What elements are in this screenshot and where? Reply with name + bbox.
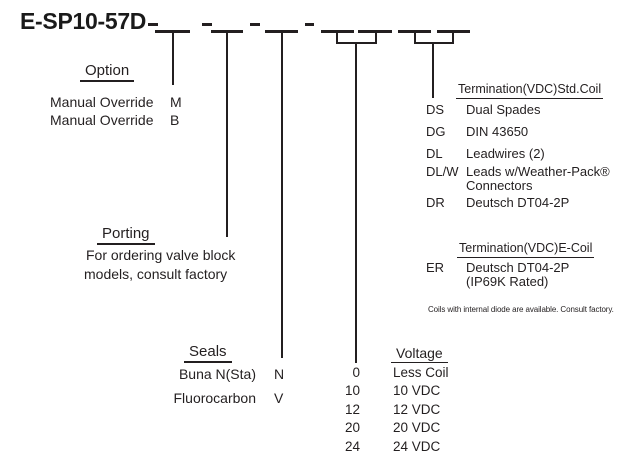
voltage-bracket-bottom xyxy=(336,42,377,44)
termination-code: DR xyxy=(426,195,445,210)
voltage-desc: Less Coil xyxy=(393,365,449,380)
connector-line-porting xyxy=(226,33,228,237)
code-blank-termination-1 xyxy=(398,30,431,33)
termination-code: DL/W xyxy=(426,164,459,179)
voltage-bracket-left xyxy=(336,33,338,43)
voltage-code: 20 xyxy=(344,420,360,436)
connector-line-option xyxy=(172,33,174,85)
seals-item: Buna N(Sta) N xyxy=(146,365,284,383)
seals-item-code: N xyxy=(274,366,285,382)
option-heading: Option xyxy=(80,62,135,82)
termination-desc: DIN 43650 xyxy=(466,124,529,139)
voltage-bracket-right xyxy=(375,33,377,43)
seals-list: Buna N(Sta) N Fluorocarbon V xyxy=(146,365,285,413)
seals-heading: Seals xyxy=(184,343,232,363)
option-list: Manual Override M Manual Override B xyxy=(50,93,182,129)
option-item-code: B xyxy=(170,112,180,128)
connector-line-seals xyxy=(281,33,283,358)
termination-code: DL xyxy=(426,146,443,161)
termination-std-item: DS Dual Spades xyxy=(426,103,540,117)
termination-std-item: DR Deutsch DT04-2P xyxy=(426,196,569,210)
code-dash-2 xyxy=(202,23,212,26)
seals-item-code: V xyxy=(274,390,284,406)
termination-std-item: DL/W Leads w/Weather-Pack® Connectors xyxy=(426,165,610,193)
voltage-code: 0 xyxy=(352,365,360,380)
voltage-item: 20 20 VDC xyxy=(330,419,449,437)
termination-std-heading: Termination(VDC)Std.Coil xyxy=(456,82,604,99)
porting-note-line2: models, consult factory xyxy=(84,266,228,282)
termination-code: ER xyxy=(426,260,445,275)
voltage-item: 12 12 VDC xyxy=(330,401,449,419)
coil-diode-note: Coils with internal diode are available.… xyxy=(428,305,614,314)
seals-item-label: Buna N(Sta) xyxy=(178,366,256,382)
termination-code: DS xyxy=(426,102,445,117)
voltage-list: 0 Less Coil 10 10 VDC 12 12 VDC 20 20 VD… xyxy=(330,364,449,456)
connector-line-termination xyxy=(432,43,434,98)
code-blank-seals xyxy=(265,30,298,33)
voltage-code: 10 xyxy=(344,383,360,399)
termination-code: DG xyxy=(426,124,446,139)
voltage-desc: 24 VDC xyxy=(393,438,441,454)
termination-desc: Leadwires (2) xyxy=(466,146,545,161)
termination-desc: Dual Spades xyxy=(466,102,541,117)
voltage-heading: Voltage xyxy=(391,345,448,363)
termination-std-item: DL Leadwires (2) xyxy=(426,147,545,161)
model-code-title: E-SP10-57D xyxy=(20,8,147,34)
seals-item-label: Fluorocarbon xyxy=(173,390,257,406)
termination-std-item: DG DIN 43650 xyxy=(426,125,528,139)
code-blank-termination-2 xyxy=(437,30,470,33)
option-item-label: Manual Override xyxy=(50,94,154,110)
termination-desc: Leads w/Weather-Pack® Connectors xyxy=(466,164,610,193)
voltage-desc: 12 VDC xyxy=(393,401,441,417)
termination-ecoil-item: ER Deutsch DT04-2P (IP69K Rated) xyxy=(426,261,569,289)
termination-ecoil-heading: Termination(VDC)E-Coil xyxy=(457,241,595,258)
code-blank-porting xyxy=(211,30,243,33)
voltage-code: 12 xyxy=(344,401,360,417)
option-item: Manual Override B xyxy=(50,111,182,129)
option-item-label: Manual Override xyxy=(50,112,154,128)
termination-bracket-bottom xyxy=(414,42,454,44)
termination-bracket-left xyxy=(414,33,416,43)
option-item: Manual Override M xyxy=(50,93,182,111)
porting-note-line1: For ordering valve block xyxy=(86,247,236,263)
termination-desc: Deutsch DT04-2P (IP69K Rated) xyxy=(466,260,570,289)
option-item-code: M xyxy=(170,94,182,110)
voltage-code: 24 xyxy=(344,438,360,454)
connector-line-voltage xyxy=(355,43,357,363)
porting-heading: Porting xyxy=(97,225,155,245)
code-dash-3 xyxy=(250,23,260,26)
voltage-desc: 10 VDC xyxy=(393,383,441,399)
code-blank-option xyxy=(155,30,190,33)
voltage-item: 24 24 VDC xyxy=(330,438,449,456)
termination-bracket-right xyxy=(452,33,454,43)
code-dash-1 xyxy=(148,23,158,26)
voltage-item: 0 Less Coil xyxy=(330,364,449,382)
termination-desc: Deutsch DT04-2P xyxy=(466,195,570,210)
code-dash-4 xyxy=(305,23,314,26)
code-blank-voltage-2 xyxy=(358,30,392,33)
code-blank-voltage-1 xyxy=(321,30,354,33)
voltage-item: 10 10 VDC xyxy=(330,382,449,400)
seals-item: Fluorocarbon V xyxy=(146,389,284,407)
voltage-desc: 20 VDC xyxy=(393,420,441,436)
